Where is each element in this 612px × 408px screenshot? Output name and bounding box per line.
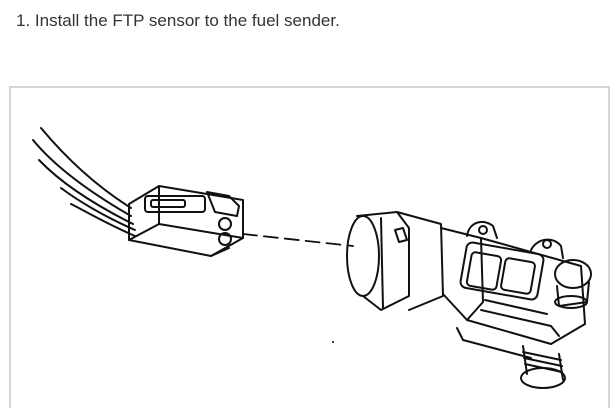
ftp-sensor [346,211,592,389]
figure-frame [9,86,610,408]
alignment-line [242,233,354,247]
instruction-step-text: 1. Install the FTP sensor to the fuel se… [16,11,340,30]
ftp-sensor-illustration [32,127,592,389]
electrical-connector [128,185,244,257]
wiring-harness [32,127,136,237]
